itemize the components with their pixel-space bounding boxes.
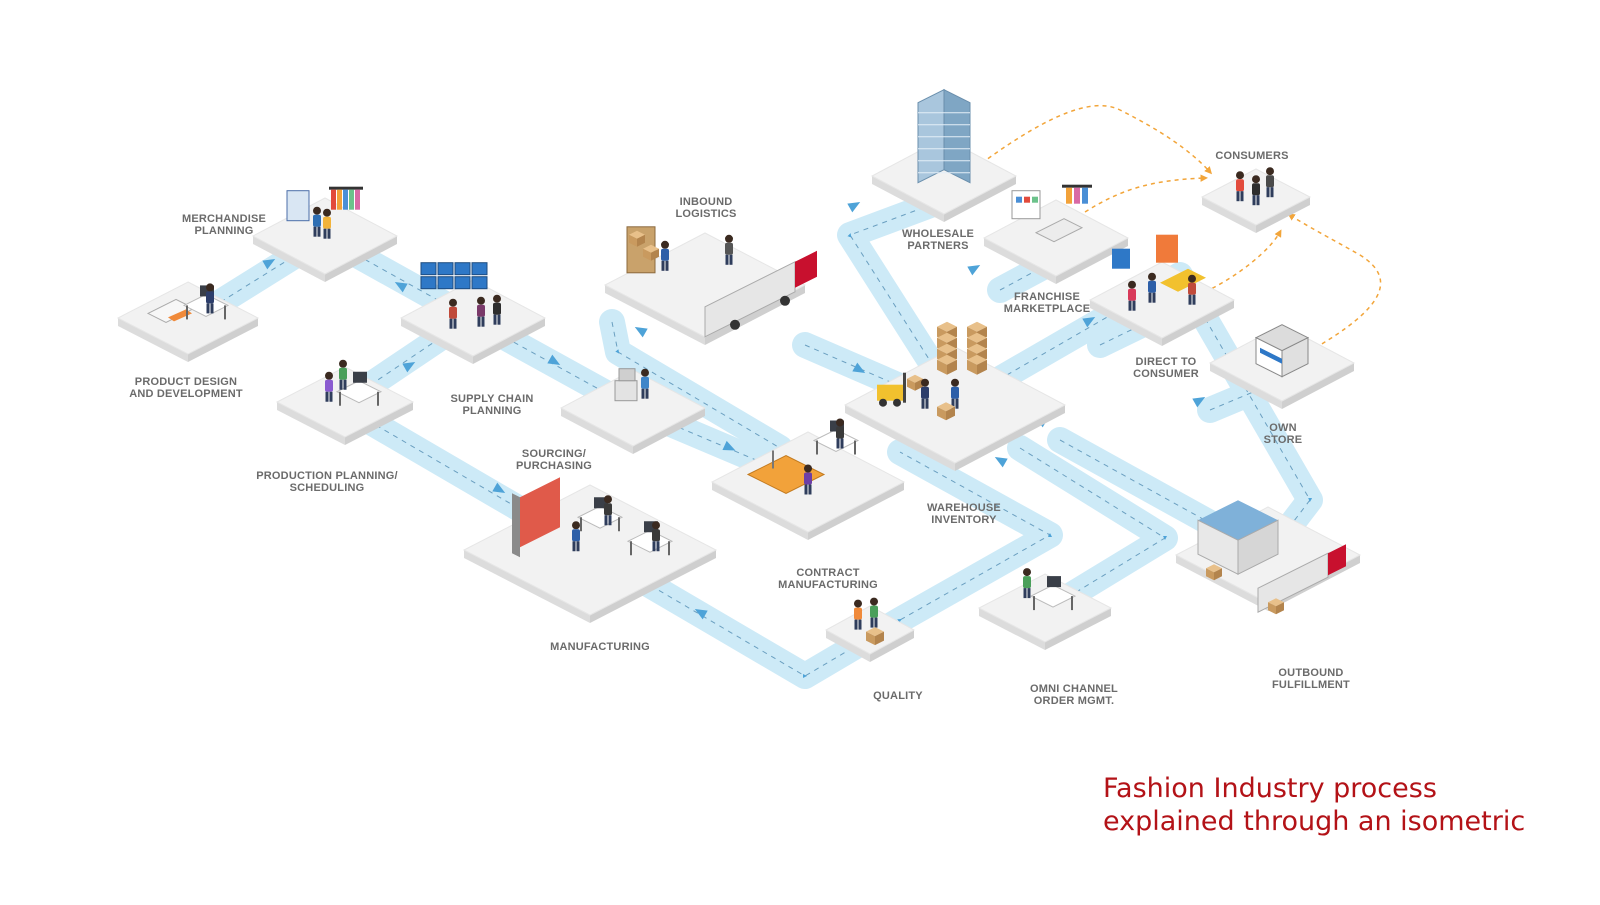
- label-product-design: PRODUCT DESIGN AND DEVELOPMENT: [129, 376, 243, 400]
- label-consumers: CONSUMERS: [1215, 150, 1289, 162]
- flow-arrow: [694, 609, 708, 620]
- label-production-planning: PRODUCTION PLANNING/ SCHEDULING: [256, 470, 398, 494]
- label-omni-channel: OMNI CHANNEL ORDER MGMT.: [1030, 683, 1118, 707]
- label-outbound-fulfillment: OUTBOUND FULFILLMENT: [1272, 667, 1350, 691]
- flow-arrow: [402, 362, 416, 373]
- label-quality: QUALITY: [873, 690, 923, 702]
- fabric-machine-icon: [512, 477, 674, 558]
- label-franchise-marketplace: FRANCHISE MARKETPLACE: [1003, 291, 1091, 315]
- flow-arrow: [262, 259, 276, 270]
- platform-sourcing: [559, 369, 707, 454]
- platform-franchise-marketplace: [982, 199, 1130, 284]
- platform-warehouse-inventory: [843, 346, 1067, 471]
- consumer-link: [1084, 174, 1208, 213]
- platform-wholesale-partners: [870, 137, 1018, 222]
- quality-check-icon: [854, 597, 884, 646]
- shop-counter-icon: [1011, 184, 1092, 243]
- caption-line-1: Fashion Industry process: [1103, 773, 1437, 804]
- flow-arrow: [1082, 317, 1096, 328]
- designer-desk-icon: [146, 283, 230, 323]
- storefront-icon: [1254, 324, 1310, 378]
- office-building-icon: [917, 88, 971, 184]
- flow-arrow: [852, 362, 866, 373]
- caption-line-2: explained through an isometric: [1103, 806, 1526, 837]
- flow-arrow: [634, 327, 648, 338]
- label-direct-to-consumer: DIRECT TO CONSUMER: [1133, 356, 1199, 380]
- flow-arrow: [492, 482, 506, 493]
- shoppers-icon: [1236, 167, 1274, 206]
- label-own-store: OWN STORE: [1263, 422, 1303, 446]
- platform-omni-channel: [977, 573, 1113, 650]
- flow-direction-line: [847, 199, 956, 401]
- consumer-link: [974, 104, 1213, 175]
- label-contract-manufacturing: CONTRACT MANUFACTURING: [778, 567, 878, 591]
- flow-direction-line: [1019, 447, 1168, 609]
- label-sourcing: SOURCING/ PURCHASING: [516, 448, 592, 472]
- label-manufacturing: MANUFACTURING: [550, 641, 650, 653]
- label-warehouse-inventory: WAREHOUSE INVENTORY: [927, 502, 1001, 526]
- label-wholesale-partners: WHOLESALE PARTNERS: [901, 228, 975, 252]
- distribution-warehouse-icon: [1197, 500, 1346, 615]
- flow-arrow: [994, 457, 1008, 468]
- forklift-icon: [877, 321, 987, 421]
- flow-arrow: [394, 282, 408, 293]
- flow-direction-line: [611, 321, 781, 449]
- platform-consumers: [1200, 168, 1312, 233]
- monitor-wall-icon: [420, 262, 501, 329]
- consumer-link: [1287, 213, 1382, 349]
- flow-arrow: [722, 440, 736, 451]
- flow-arrow: [847, 202, 861, 213]
- truck-icon: [626, 226, 817, 338]
- flow-arrow: [547, 354, 561, 365]
- order-desk-icon: [1023, 568, 1077, 611]
- label-supply-chain-planning: SUPPLY CHAIN PLANNING: [450, 393, 534, 417]
- flow-direction-line: [1099, 314, 1163, 346]
- diagram-caption: Fashion Industry process explained throu…: [1103, 772, 1525, 838]
- retail-display-icon: [1112, 234, 1206, 311]
- flow-arrow: [1192, 397, 1206, 408]
- flow-arrow: [967, 265, 981, 276]
- planning-desk-icon: [325, 359, 383, 406]
- flow-direction-line: [804, 344, 956, 411]
- platform-supply-chain-planning: [399, 279, 547, 364]
- clothing-rack-icon: [286, 186, 363, 239]
- purchasing-desk-icon: [614, 368, 649, 402]
- platform-production-planning: [275, 366, 415, 445]
- consumer-link: [1204, 229, 1282, 293]
- label-inbound-logistics: INBOUND LOGISTICS: [675, 196, 737, 220]
- label-merchandise-planning: MERCHANDISE PLANNING: [181, 213, 267, 237]
- cutting-table-icon: [746, 418, 860, 495]
